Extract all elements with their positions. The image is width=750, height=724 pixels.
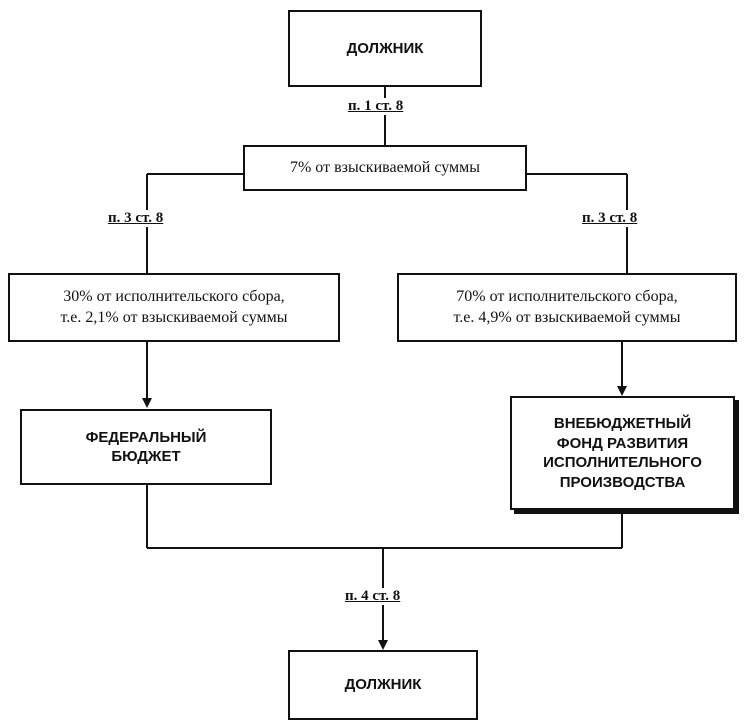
- ref-p3-art8-right: п. 3 ст. 8: [578, 210, 642, 227]
- debtor-top-label: ДОЛЖНИК: [346, 39, 424, 57]
- extra-fund-box: ВНЕБЮДЖЕТНЫЙ ФОНД РАЗВИТИЯ ИСПОЛНИТЕЛЬНО…: [510, 396, 735, 510]
- fee-right-box: 70% от исполнительского сбора, т.е. 4,9%…: [397, 273, 737, 342]
- ref-p1-art8: п. 1 ст. 8: [344, 98, 408, 115]
- fee-total-box: 7% от взыскиваемой суммы: [243, 145, 527, 191]
- federal-budget-box: ФЕДЕРАЛЬНЫЙ БЮДЖЕТ: [20, 409, 272, 485]
- ref-p3-art8-left: п. 3 ст. 8: [104, 210, 168, 227]
- extra-fund-label: ВНЕБЮДЖЕТНЫЙ ФОНД РАЗВИТИЯ ИСПОЛНИТЕЛЬНО…: [543, 415, 702, 491]
- debtor-bottom-label: ДОЛЖНИК: [344, 676, 422, 694]
- debtor-bottom-box: ДОЛЖНИК: [288, 650, 478, 720]
- fee-left-label: 30% от исполнительского сбора, т.е. 2,1%…: [60, 287, 288, 326]
- federal-budget-label: ФЕДЕРАЛЬНЫЙ БЮДЖЕТ: [85, 428, 207, 466]
- fee-left-box: 30% от исполнительского сбора, т.е. 2,1%…: [8, 273, 340, 342]
- ref-p4-art8: п. 4 ст. 8: [341, 588, 405, 605]
- debtor-top-box: ДОЛЖНИК: [288, 10, 482, 87]
- fee-right-label: 70% от исполнительского сбора, т.е. 4,9%…: [453, 287, 681, 326]
- fee-total-label: 7% от взыскиваемой суммы: [289, 158, 481, 176]
